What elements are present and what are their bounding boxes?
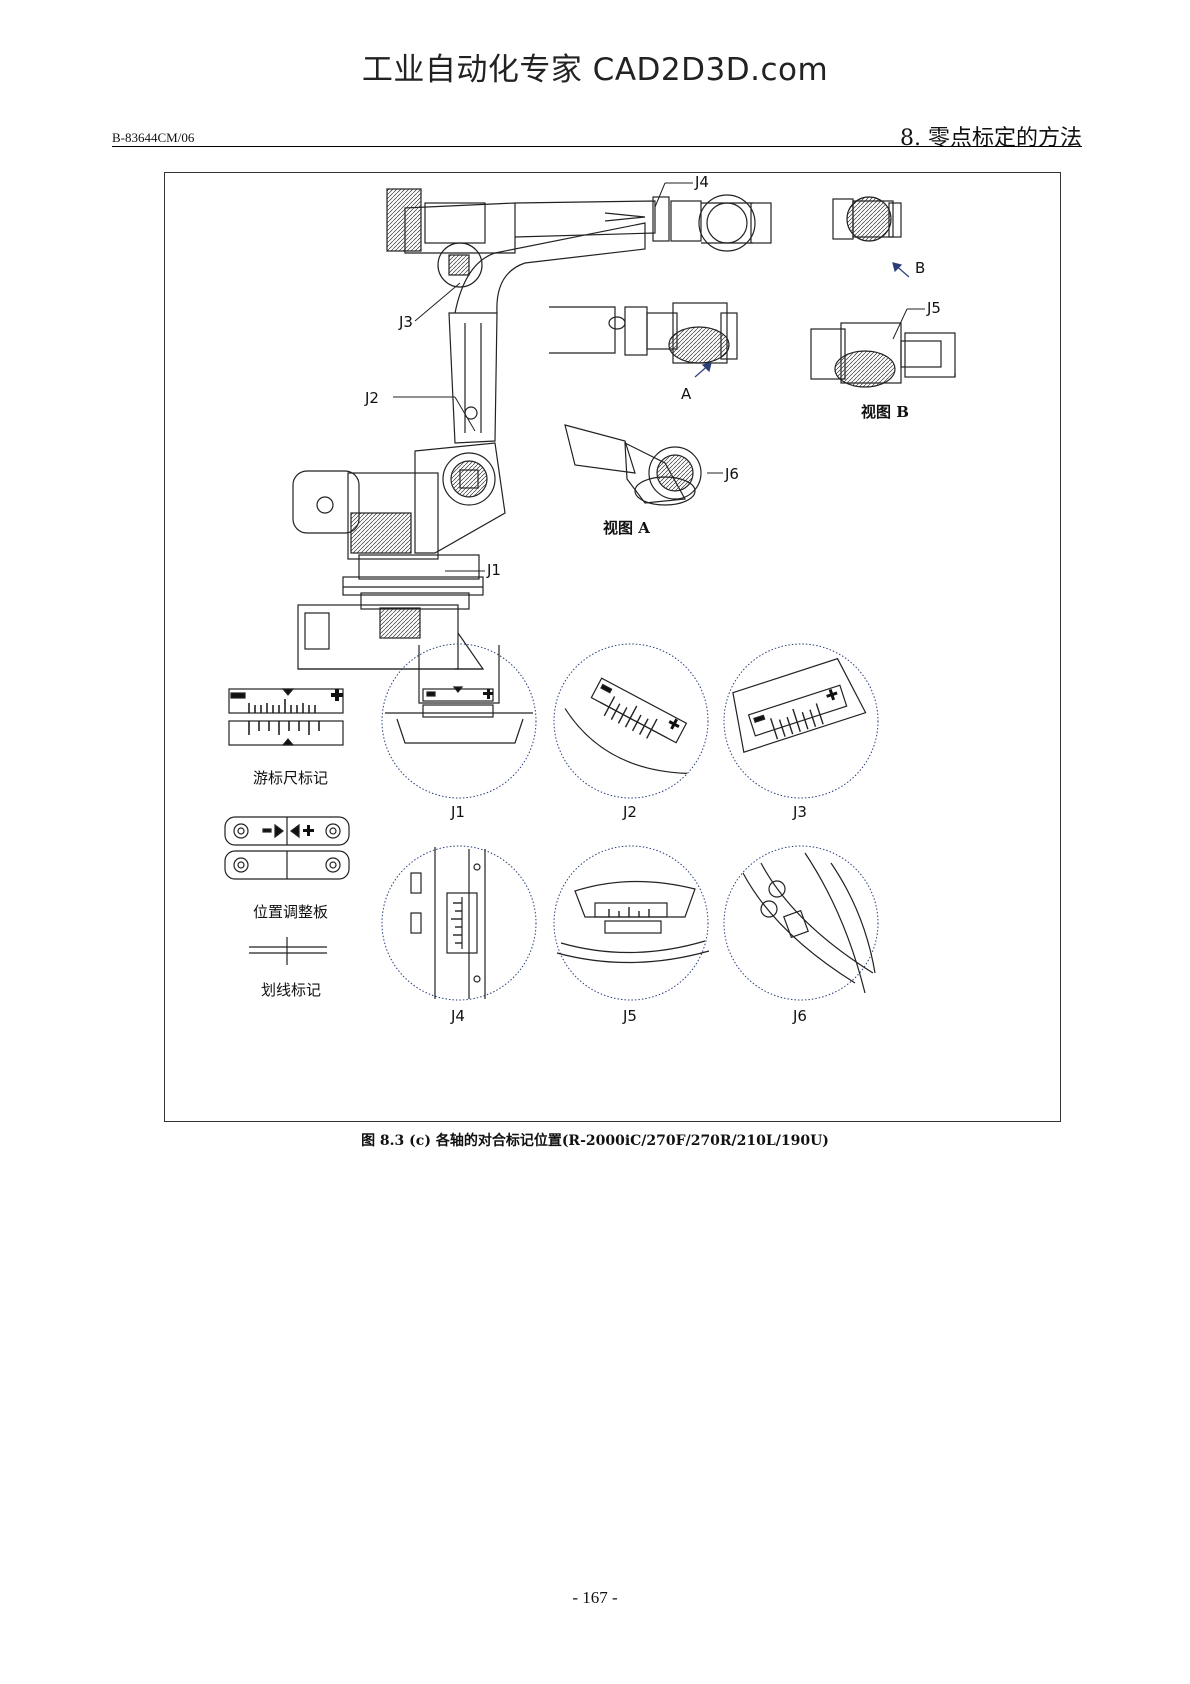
detail-j1-content [385, 645, 533, 744]
view-b-side-detail [810, 322, 956, 388]
detail-label-j1: J1 [450, 803, 465, 821]
detail-j2-content [564, 677, 688, 774]
figure-caption: 图 8.3 (c) 各轴的对合标记位置(R-2000iC/270F/270R/2… [361, 1133, 829, 1149]
view-a-detail [564, 424, 702, 506]
document-code: B-83644CM/06 [112, 130, 195, 145]
legend-plate-label: 位置调整板 [253, 903, 328, 921]
detail-circle-j5 [553, 845, 709, 1001]
detail-label-j6: J6 [792, 1007, 807, 1025]
watermark-text: 工业自动化专家 CAD2D3D.com [361, 52, 829, 88]
detail-circle-j3 [723, 643, 879, 799]
section-title: 8. 零点标定的方法 [900, 126, 1082, 151]
scribe-legend [249, 937, 327, 965]
legend-vernier-label: 游标尺标记 [253, 769, 328, 787]
detail-circle-j4 [381, 845, 537, 1001]
view-b-top-detail [832, 196, 902, 242]
label-j6: J6 [724, 465, 739, 483]
detail-label-j5: J5 [622, 1007, 637, 1025]
label-view-b: 视图 B [861, 403, 909, 421]
detail-j4-content [410, 847, 486, 999]
detail-circle-j6 [723, 845, 879, 1001]
label-j5: J5 [926, 299, 941, 317]
detail-circle-j1 [381, 643, 537, 799]
label-view-a: 视图 A [603, 519, 650, 537]
page-number: - 167 - [572, 1588, 618, 1607]
detail-j5-content [556, 880, 710, 964]
label-j4: J4 [694, 173, 709, 191]
label-b: B [915, 259, 925, 277]
legend-scribe-label: 划线标记 [261, 981, 321, 999]
figure-frame: J4 B J5 J3 A 视图 B J2 J6 视图 A J1 游标尺标记 位置… [164, 172, 1061, 1122]
detail-label-j4: J4 [450, 1007, 465, 1025]
detail-j6-content [742, 852, 876, 994]
plate-legend [224, 816, 350, 880]
header-rule [112, 146, 1082, 147]
detail-label-j2: J2 [622, 803, 637, 821]
robot-side-view [292, 188, 772, 670]
label-j2: J2 [364, 389, 379, 407]
vernier-legend [228, 688, 344, 746]
label-j1: J1 [486, 561, 501, 579]
label-a: A [681, 385, 692, 403]
detail-circle-j2 [553, 643, 709, 799]
label-j3: J3 [398, 313, 413, 331]
wrist-arrow-a-view [549, 302, 738, 364]
figure-drawing: J4 B J5 J3 A 视图 B J2 J6 视图 A J1 游标尺标记 位置… [224, 173, 956, 1025]
detail-j3-content [732, 657, 867, 753]
detail-label-j3: J3 [792, 803, 807, 821]
